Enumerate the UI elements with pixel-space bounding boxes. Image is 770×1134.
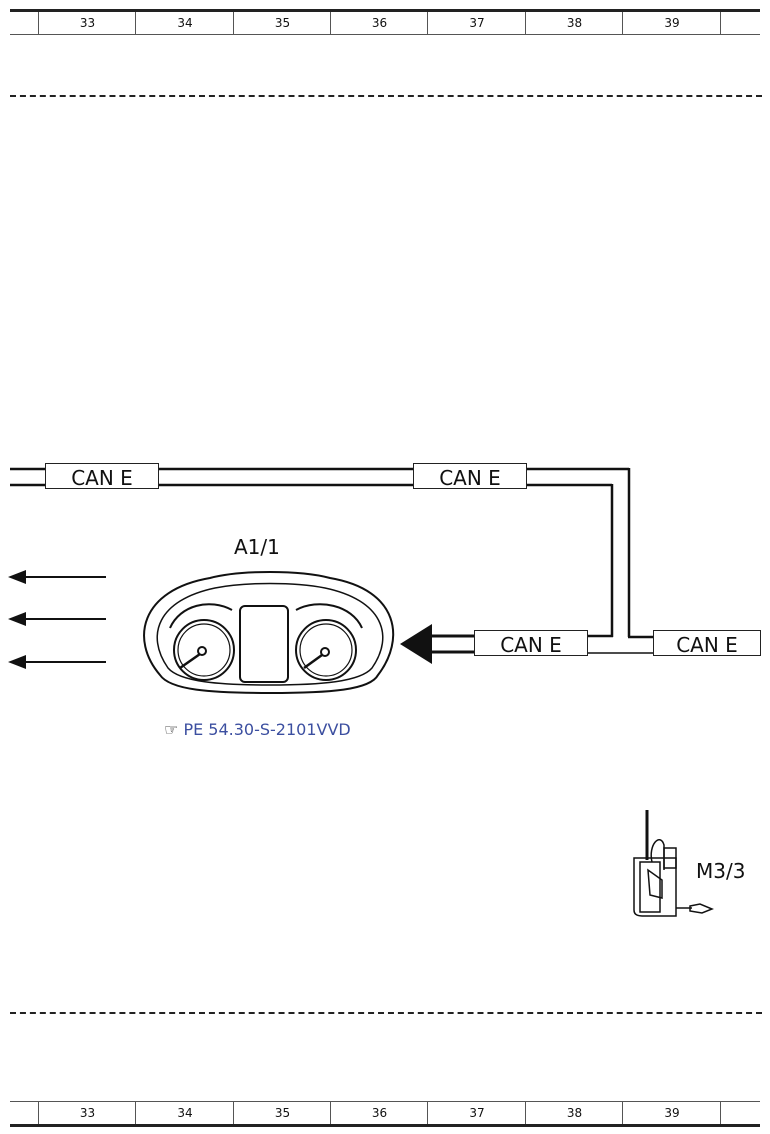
ruler-cell: 34 xyxy=(135,12,234,34)
ruler-cell: 37 xyxy=(427,1102,526,1124)
can-bus-label: CAN E xyxy=(653,630,761,657)
boundary-line-bottom xyxy=(10,1012,762,1014)
ruler-cell: 35 xyxy=(233,1102,331,1124)
ruler-cell: 39 xyxy=(622,1102,721,1124)
instrument-cluster-icon xyxy=(143,571,395,695)
ruler-cell: 38 xyxy=(525,12,623,34)
cluster-reference-link[interactable]: ☞ PE 54.30-S-2101VVD xyxy=(164,720,351,739)
ruler-cell: 35 xyxy=(233,12,331,34)
ruler-cell: 37 xyxy=(427,12,526,34)
component-label-m3-3: M3/3 xyxy=(696,859,746,883)
arrow-head-icon xyxy=(400,624,432,664)
column-ruler-top: 33 34 35 36 37 38 39 xyxy=(10,9,760,35)
pointing-hand-icon: ☞ xyxy=(164,720,179,739)
ruler-cell xyxy=(720,1102,761,1124)
arrow-left-icon xyxy=(8,612,26,626)
can-bus-label: CAN E xyxy=(474,630,588,657)
ruler-cell: 33 xyxy=(38,1102,136,1124)
ruler-cell: 33 xyxy=(38,12,136,34)
boundary-line-top xyxy=(10,95,762,97)
reference-text: PE 54.30-S-2101VVD xyxy=(183,720,351,739)
fuel-pump-module-icon xyxy=(633,810,714,917)
ruler-cell: 38 xyxy=(525,1102,623,1124)
arrow-left-icon xyxy=(8,655,26,669)
arrow-left-icon xyxy=(8,570,26,584)
can-bus-label: CAN E xyxy=(45,463,159,490)
ruler-cell xyxy=(720,12,761,34)
column-ruler-bottom: 33 34 35 36 37 38 39 xyxy=(10,1101,760,1127)
can-bus-label: CAN E xyxy=(413,463,527,490)
ruler-cell: 36 xyxy=(330,1102,428,1124)
component-label-a1-1: A1/1 xyxy=(234,535,280,559)
ruler-cell: 36 xyxy=(330,12,428,34)
ruler-cell: 39 xyxy=(622,12,721,34)
ruler-cell: 34 xyxy=(135,1102,234,1124)
ruler-cell xyxy=(10,1102,38,1124)
